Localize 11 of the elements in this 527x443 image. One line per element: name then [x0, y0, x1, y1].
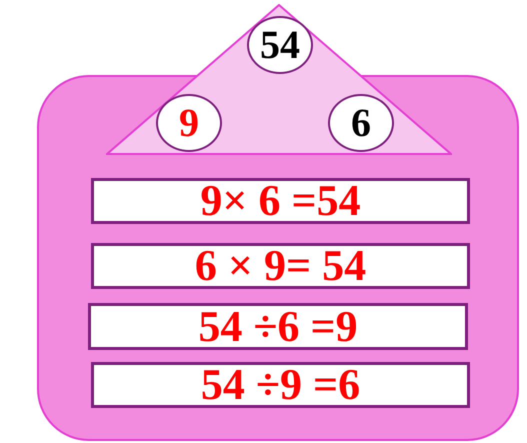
equation-text: 6 × 9= 54: [194, 244, 366, 288]
equation-text: 54 ÷6 =9: [198, 304, 358, 348]
equation-box: [91, 178, 470, 224]
number: 6: [351, 103, 371, 143]
equation-text: 54 ÷9 =6: [200, 363, 360, 407]
number: 54: [260, 25, 300, 65]
equation-text: 9× 6 =54: [200, 179, 361, 223]
equation-box: [91, 243, 470, 289]
equation-box: [88, 303, 468, 350]
number: 9: [179, 103, 199, 143]
equation-box: [91, 362, 470, 408]
